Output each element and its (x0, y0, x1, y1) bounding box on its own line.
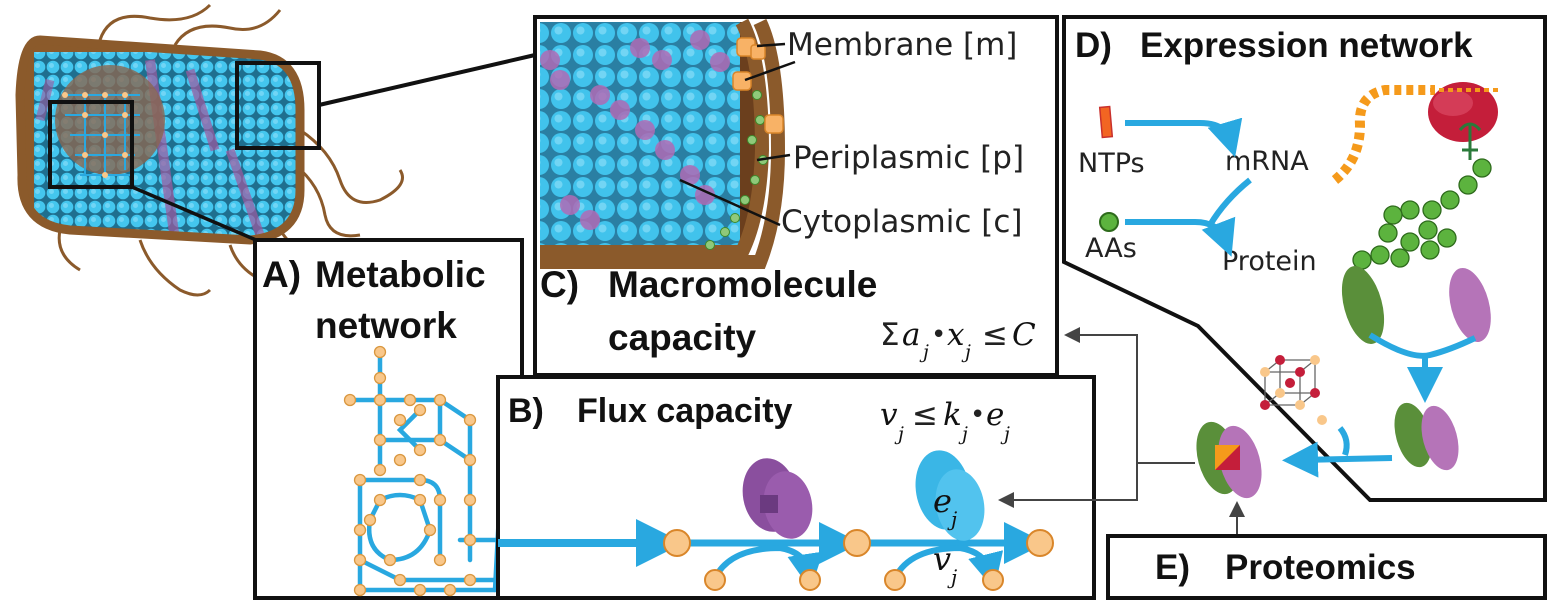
eq-b-rel: ≤ (912, 397, 938, 433)
bacterium-cell (15, 3, 536, 297)
expression-arrows (1125, 117, 1252, 257)
label-cytoplasmic: Cytoplasmic [c] (781, 204, 1023, 240)
mrna-strand (1331, 85, 1435, 184)
panel-e-letter: E) (1155, 548, 1190, 587)
enzyme-blue (915, 450, 985, 541)
metabolite-node (799, 569, 821, 591)
metabolite-node (982, 569, 1004, 591)
polypeptide-chain (1352, 158, 1492, 270)
zoom-box-metabolic (48, 100, 134, 189)
eq-c-x: x (947, 317, 965, 353)
amino-acid-icon (1099, 212, 1119, 232)
eq-c-a: a (902, 317, 920, 353)
panel-d-title: Expression network (1140, 26, 1473, 65)
metabolic-network-graph (343, 345, 503, 597)
protein-subunits (1341, 266, 1491, 471)
panel-d-expression-network: D) Expression network NTPs mRNA AAs Prot… (1062, 15, 1547, 502)
metabolite-node (843, 529, 871, 557)
panel-e-title: Proteomics (1225, 548, 1416, 587)
panel-c-macromolecule-capacity: Membrane [m] Periplasmic [p] Cytoplasmic… (533, 15, 1059, 377)
panel-a-letter: A) (262, 254, 301, 295)
eq-b-k: k (943, 397, 962, 433)
eq-b-dot: • (970, 400, 985, 430)
panel-b-title: Flux capacity (577, 392, 793, 430)
metabolite-node (704, 569, 726, 591)
label-ntps: NTPs (1078, 148, 1145, 179)
panel-c-title-line1: Macromolecule (608, 264, 877, 305)
metabolite-node (663, 529, 691, 557)
eq-c-x-sub: j (961, 341, 971, 363)
panel-e-proteomics: E) Proteomics (1106, 534, 1547, 600)
eq-b-v-sub: j (894, 423, 904, 445)
panel-b-flux-capacity: B) Flux capacity v j ≤ k j • e j (496, 375, 1096, 600)
capacity-equation: Σ a j • x j ≤ C (880, 317, 1036, 363)
panel-a-title-line2: network (315, 305, 457, 346)
label-periplasmic: Periplasmic [p] (793, 140, 1024, 176)
panel-c-letter: C) (540, 264, 579, 305)
eq-c-a-sub: j (919, 341, 929, 363)
ribosome (1428, 82, 1500, 142)
eq-b-e-sub: j (1000, 423, 1010, 445)
panel-a-metabolic-network: A) Metabolic network (253, 238, 524, 600)
eq-b-k-sub: j (958, 423, 968, 445)
ntp-icon (1098, 105, 1114, 139)
zoom-box-membrane (235, 61, 321, 150)
eq-c-dot: • (931, 320, 946, 350)
label-protein: Protein (1222, 246, 1317, 277)
panel-c-title-line2: capacity (608, 317, 757, 358)
flux-label-v-sub: j (947, 565, 957, 589)
enzyme-purple (742, 458, 813, 539)
eq-c-cap: C (1012, 317, 1036, 353)
trna (1458, 122, 1482, 160)
panel-d-letter: D) (1075, 26, 1112, 65)
panel-b-letter: B) (508, 392, 544, 430)
metabolite-node (1026, 529, 1054, 557)
label-mrna: mRNA (1225, 146, 1309, 177)
enzyme-label-e-sub: j (947, 507, 957, 531)
eq-b-v: v (880, 397, 898, 433)
metabolite-node (884, 569, 906, 591)
flux-label-v: v (933, 540, 951, 578)
eq-c-sigma: Σ (880, 317, 900, 353)
panel-a-title-line1: Metabolic (315, 254, 486, 295)
eq-b-e: e (986, 397, 1004, 433)
label-leaders (679, 42, 796, 227)
label-membrane: Membrane [m] (787, 27, 1017, 63)
cell-envelope-zoom (540, 18, 786, 269)
cofactor-lattice-icon (1260, 355, 1327, 425)
protein-complex (1196, 421, 1262, 499)
flux-pathway: e j v j (498, 450, 1054, 591)
flux-equation: v j ≤ k j • e j (880, 397, 1010, 445)
eq-c-rel: ≤ (982, 317, 1008, 353)
connector-arrows (998, 327, 1245, 535)
enzyme-label-e: e (933, 482, 952, 520)
label-aas: AAs (1085, 233, 1137, 264)
